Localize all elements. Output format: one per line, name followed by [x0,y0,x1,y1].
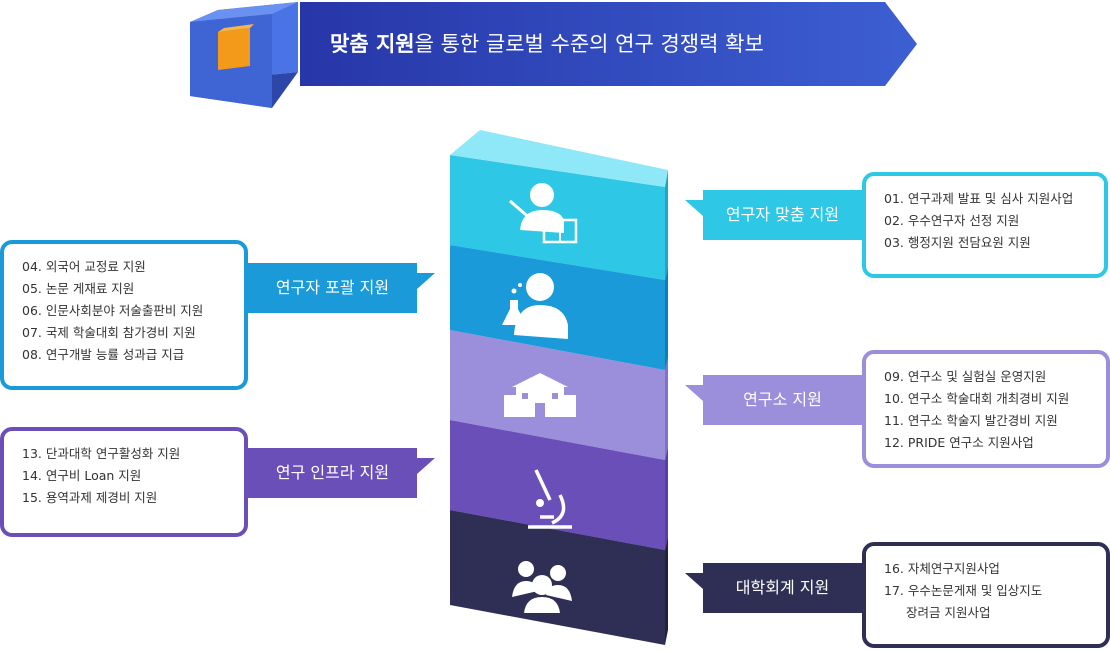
researcher-flask-icon [502,273,568,339]
tag-researcher-custom: 연구자 맞춤 지원 [725,205,840,224]
list-item: 11. 연구소 학술지 발간경비 지원 [884,413,1058,428]
tag-accounting: 대학회계 지원 [735,578,830,597]
list-item: 10. 연구소 학술대회 개최경비 지원 [884,391,1070,406]
list-item: 06. 인문사회분야 저술출판비 지원 [22,303,204,318]
box-researcher-custom: 01. 연구과제 발표 및 심사 지원사업 02. 우수연구자 선정 지원 03… [862,172,1108,278]
layer-stack [450,130,668,645]
list-item: 07. 국제 학술대회 참가경비 지원 [22,325,196,340]
box-institute: 09. 연구소 및 실험실 운영지원 10. 연구소 학술대회 개최경비 지원 … [862,350,1110,468]
banner-arrow [300,2,917,86]
institute-building-icon [504,373,576,417]
banner-title-rest: 을 통한 글로벌 수준의 연구 경쟁력 확보 [414,32,764,56]
list-item: 01. 연구과제 발표 및 심사 지원사업 [884,191,1074,206]
list-item: 12. PRIDE 연구소 지원사업 [884,435,1034,450]
list-item: 16. 자체연구지원사업 [884,561,1000,576]
list-item: 17. 우수논문게재 및 입상지도 [884,583,1043,598]
list-item: 04. 외국어 교정료 지원 [22,259,146,274]
banner-title-bold: 맞춤 지원 [330,32,415,56]
list-item: 05. 논문 게재료 지원 [22,281,135,296]
tag-researcher-inclusive: 연구자 포괄 지원 [275,278,390,297]
banner-title: 맞춤 지원을 통한 글로벌 수준의 연구 경쟁력 확보 [330,22,890,66]
tag-researcher-inclusive-shape [245,263,435,313]
tag-infrastructure: 연구 인프라 지원 [275,463,390,482]
list-item: 03. 행정지원 전담요원 지원 [884,235,1031,250]
list-item: 장려금 지원사업 [906,605,991,620]
tag-institute: 연구소 지원 [743,390,822,409]
list-item: 02. 우수연구자 선정 지원 [884,213,1020,228]
microscope-icon [528,469,572,529]
group-people-icon [512,561,572,613]
tag-institute-shape [685,375,865,425]
tag-accounting-shape [685,563,865,613]
list-item: 13. 단과대학 연구활성화 지원 [22,446,181,461]
list-item: 15. 용역과제 제경비 지원 [22,490,158,505]
teacher-board-icon [509,183,578,244]
box-researcher-inclusive: 04. 외국어 교정료 지원 05. 논문 게재료 지원 06. 인문사회분야 … [0,240,248,390]
list-item: 14. 연구비 Loan 지원 [22,468,142,483]
list-item: 08. 연구개발 능률 성과급 지급 [22,347,185,362]
tag-researcher-custom-shape [685,190,865,240]
cube-icon [190,2,298,108]
banner-graphic [190,2,917,108]
list-item: 09. 연구소 및 실험실 운영지원 [884,369,1047,384]
box-infrastructure: 13. 단과대학 연구활성화 지원 14. 연구비 Loan 지원 15. 용역… [0,427,248,537]
box-accounting: 16. 자체연구지원사업 17. 우수논문게재 및 입상지도 장려금 지원사업 [862,542,1110,648]
tag-infrastructure-shape [245,448,435,498]
